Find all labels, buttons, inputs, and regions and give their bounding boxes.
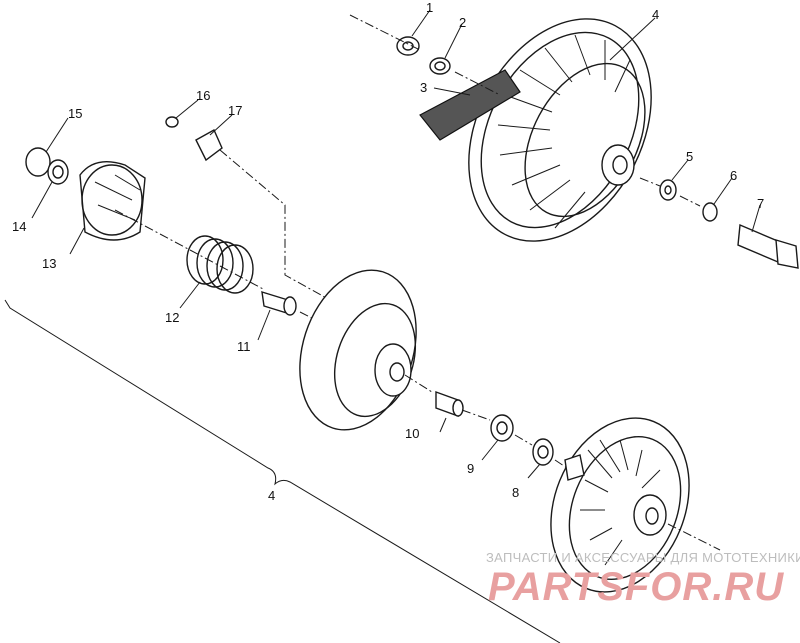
bushing-11 bbox=[261, 291, 297, 316]
assembly-callout-4: 4 bbox=[268, 488, 275, 503]
washer-9 bbox=[490, 414, 514, 442]
callout-15: 15 bbox=[68, 106, 82, 121]
callout-labels: 1 2 3 4 5 6 7 8 9 10 11 12 13 14 15 16 1… bbox=[12, 0, 764, 503]
washer-8 bbox=[532, 438, 554, 466]
washer-2 bbox=[429, 57, 451, 75]
movable-sheave bbox=[468, 18, 652, 242]
leader-lines bbox=[31, 9, 761, 479]
callout-13: 13 bbox=[42, 256, 56, 271]
callout-1: 1 bbox=[426, 0, 433, 15]
washer-6 bbox=[702, 202, 718, 222]
snap-ring-15 bbox=[25, 147, 51, 177]
callout-8: 8 bbox=[512, 485, 519, 500]
callout-16: 16 bbox=[196, 88, 210, 103]
callout-7: 7 bbox=[757, 196, 764, 211]
lower-sheave bbox=[550, 417, 690, 593]
callout-5: 5 bbox=[686, 149, 693, 164]
spring-12 bbox=[186, 235, 254, 294]
callout-17: 17 bbox=[228, 103, 242, 118]
watermark-logo: PARTSFOR.RU bbox=[488, 565, 784, 609]
callout-6: 6 bbox=[730, 168, 737, 183]
callout-10: 10 bbox=[405, 426, 419, 441]
callout-2: 2 bbox=[459, 15, 466, 30]
callout-3: 3 bbox=[420, 80, 427, 95]
callout-12: 12 bbox=[165, 310, 179, 325]
callout-14: 14 bbox=[12, 219, 26, 234]
pin-16 bbox=[165, 116, 179, 128]
fixed-sheave bbox=[299, 269, 417, 431]
washer-5 bbox=[659, 179, 677, 201]
assembly-bracket bbox=[4, 299, 561, 643]
cam-13 bbox=[79, 161, 146, 241]
button-17 bbox=[195, 129, 223, 162]
watermark: ЗАПЧАСТИ И АКСЕССУАРЫ ДЛЯ МОТОТЕХНИКИ PA… bbox=[486, 550, 800, 609]
bushing-10 bbox=[435, 391, 464, 417]
callout-9: 9 bbox=[467, 461, 474, 476]
bolt-7 bbox=[737, 223, 799, 269]
washer-14 bbox=[47, 159, 69, 185]
callout-4: 4 bbox=[652, 7, 659, 22]
watermark-tagline: ЗАПЧАСТИ И АКСЕССУАРЫ ДЛЯ МОТОТЕХНИКИ bbox=[486, 550, 800, 565]
callout-11: 11 bbox=[237, 339, 251, 354]
belt-segment bbox=[419, 69, 521, 141]
